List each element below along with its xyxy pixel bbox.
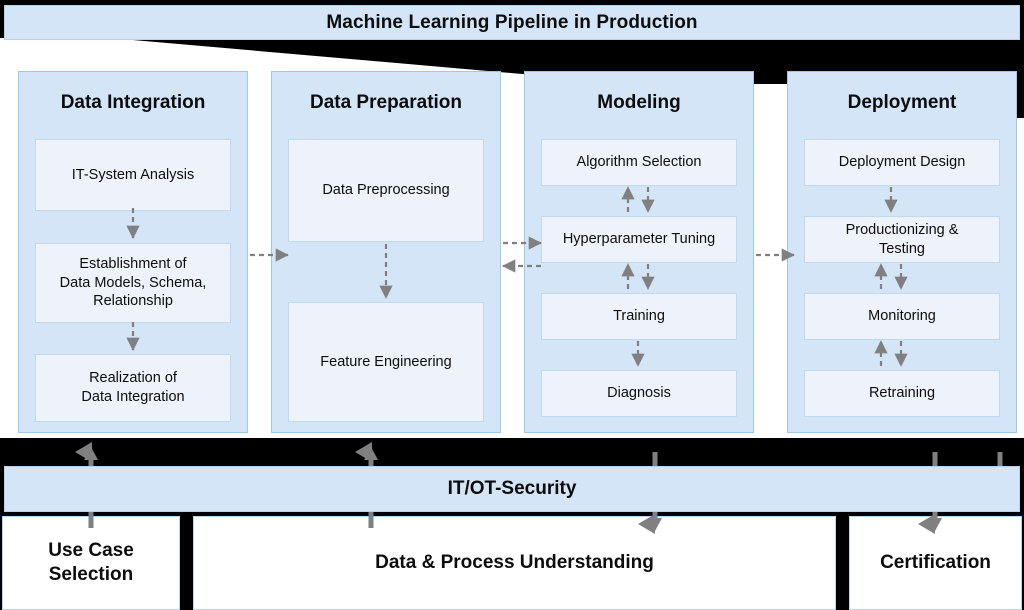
phase-title-data-preparation: Data Preparation — [309, 92, 463, 113]
step-label: Feature Engineering — [320, 353, 452, 370]
arrowhead-up-2 — [364, 447, 378, 460]
diagram-title-bar: Machine Learning Pipeline in Production — [4, 5, 1020, 40]
bottom-box-label: Data & Process Understanding — [375, 551, 654, 573]
page-title: Machine Learning Pipeline in Production — [326, 11, 698, 33]
security-band[interactable]: IT/OT-Security — [4, 466, 1020, 512]
phase-column-deployment[interactable]: Deployment Deployment Design Productioni… — [787, 71, 1017, 433]
step-card-feature-engineering[interactable]: Feature Engineering — [288, 302, 484, 422]
phase-title-deployment: Deployment — [847, 92, 957, 113]
step-label: Training — [613, 308, 665, 325]
step-card-retraining[interactable]: Retraining — [804, 370, 1000, 417]
step-card-algorithm-selection[interactable]: Algorithm Selection — [541, 139, 737, 186]
arrowhead-up-1 — [84, 447, 98, 460]
step-label: Retraining — [868, 385, 936, 402]
step-card-training[interactable]: Training — [541, 293, 737, 340]
step-label: Deployment Design — [838, 154, 966, 171]
security-band-label: IT/OT-Security — [447, 478, 577, 499]
step-label: Hyperparameter Tuning — [562, 231, 716, 248]
step-card-it-system-analysis[interactable]: IT-System Analysis — [35, 139, 231, 211]
step-label: Monitoring — [868, 308, 936, 325]
step-card-diagnosis[interactable]: Diagnosis — [541, 370, 737, 417]
step-label: Algorithm Selection — [576, 154, 702, 171]
phase-column-data-preparation[interactable]: Data Preparation Data Preprocessing Feat… — [271, 71, 501, 433]
step-card-data-preprocessing[interactable]: Data Preprocessing — [288, 139, 484, 242]
step-card-monitoring[interactable]: Monitoring — [804, 293, 1000, 340]
bottom-box-data-process-understanding[interactable]: Data & Process Understanding — [193, 516, 836, 610]
step-card-deployment-design[interactable]: Deployment Design — [804, 139, 1000, 186]
step-label: IT-System Analysis — [71, 166, 195, 183]
step-card-hyperparameter-tuning[interactable]: Hyperparameter Tuning — [541, 216, 737, 263]
phase-title-data-integration: Data Integration — [60, 92, 206, 113]
step-card-productionizing-and-testing[interactable]: Productionizing &Testing — [804, 216, 1000, 263]
step-label: Productionizing &Testing — [845, 221, 959, 257]
step-label: Data Preprocessing — [322, 182, 450, 199]
phase-column-modeling[interactable]: Modeling Algorithm Selection Hyperparame… — [524, 71, 754, 433]
step-label: Diagnosis — [607, 385, 671, 402]
phase-column-data-integration[interactable]: Data Integration IT-System Analysis Esta… — [18, 71, 248, 433]
bottom-box-label: Certification — [880, 551, 991, 573]
bottom-box-certification[interactable]: Certification — [849, 516, 1022, 610]
phase-title-modeling: Modeling — [597, 92, 681, 113]
